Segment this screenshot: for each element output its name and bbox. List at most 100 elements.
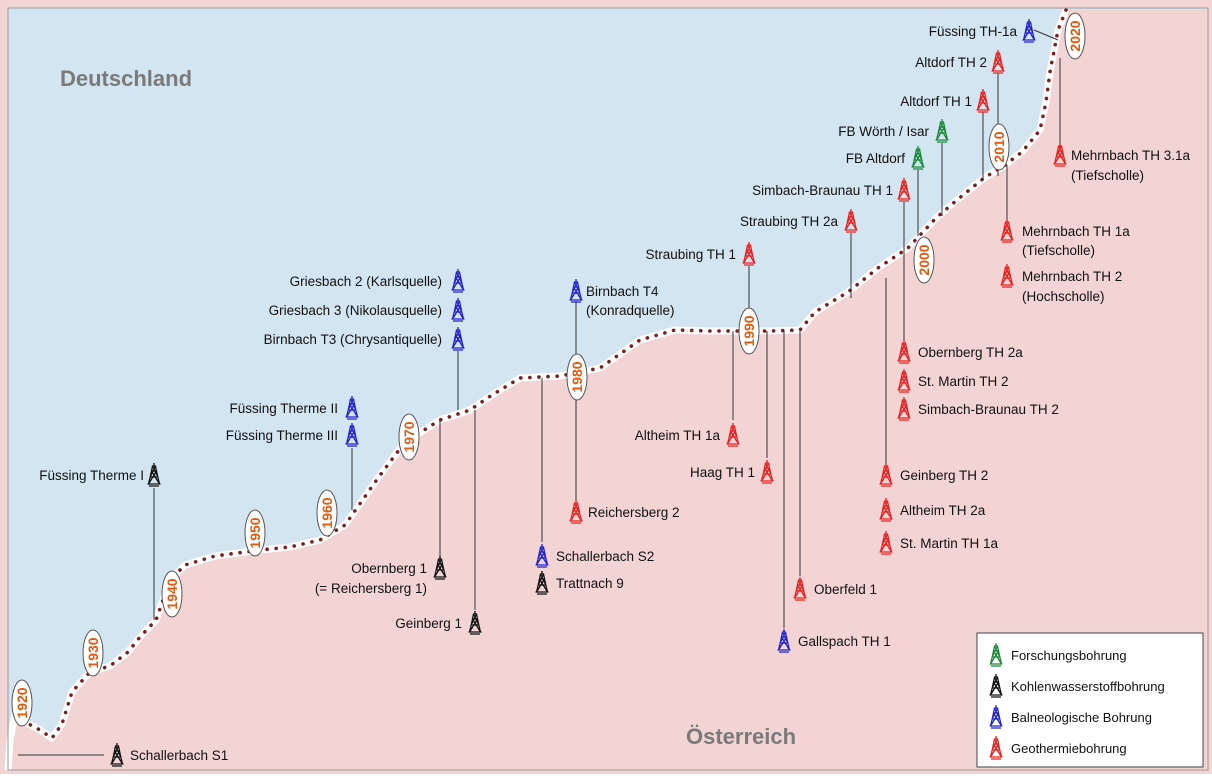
legend-item-kohlenwasserstoff: Kohlenwasserstoffbohrung <box>989 674 1165 698</box>
year-ellipse <box>244 509 266 557</box>
well-item: Mehrnbach TH 1a <box>1000 219 1130 243</box>
legend-label: Geothermiebohrung <box>1011 741 1127 756</box>
timeline-dotted-line <box>13 8 1068 741</box>
year-ellipse <box>738 307 760 355</box>
year-marker-1940: 1940 <box>161 570 183 618</box>
well-item: Geinberg 1 <box>395 611 482 635</box>
diagram-frame <box>7 7 1209 771</box>
year-ellipse <box>82 629 104 677</box>
well-label: FB Wörth / Isar <box>838 124 929 139</box>
well-label: Gallspach TH 1 <box>798 634 891 649</box>
well-item: Altheim TH 1a <box>635 423 740 447</box>
well-label: FB Altdorf <box>846 151 906 166</box>
year-label: 2020 <box>1067 20 1083 51</box>
year-marker-1970: 1970 <box>398 413 420 461</box>
well-item: Reichersberg 2 <box>569 500 680 524</box>
well-item: Schallerbach S1 <box>110 743 228 767</box>
well-label: Altheim TH 1a <box>635 428 721 443</box>
year-ellipse <box>988 123 1010 171</box>
year-marker-1980: 1980 <box>566 353 588 401</box>
legend-box <box>976 632 1204 768</box>
year-label: 1960 <box>319 497 335 528</box>
year-label: 1990 <box>741 315 757 346</box>
well-label: (= Reichersberg 1) <box>315 581 427 596</box>
well-item: (Tiefscholle) <box>1071 168 1144 183</box>
well-item: Füssing Therme III <box>226 423 359 447</box>
well-item: Straubing TH 2a <box>740 209 858 233</box>
legend: ForschungsbohrungKohlenwasserstoffbohrun… <box>976 632 1204 768</box>
well-item: Griesbach 2 (Karlsquelle) <box>290 269 465 293</box>
well-item: Füssing Therme I <box>39 463 161 487</box>
year-marker-2020: 2020 <box>1064 12 1086 60</box>
year-label: 2000 <box>916 244 932 275</box>
well-item: Geinberg TH 2 <box>879 463 988 487</box>
year-marker-1930: 1930 <box>82 629 104 677</box>
well-item: FB Altdorf <box>846 146 925 170</box>
well-item: Trattnach 9 <box>535 571 624 595</box>
year-marker-2010: 2010 <box>988 123 1010 171</box>
well-label: Füssing TH-1a <box>929 24 1018 39</box>
well-label: Obernberg TH 2a <box>918 345 1023 360</box>
well-item: Mehrnbach TH 3.1a <box>1053 143 1191 167</box>
legend-item-balneologisch: Balneologische Bohrung <box>989 705 1152 729</box>
well-label: Schallerbach S1 <box>130 748 228 763</box>
legend-label: Forschungsbohrung <box>1011 648 1127 663</box>
well-item: (= Reichersberg 1) <box>315 581 427 596</box>
well-item: Birnbach T3 (Chrysantiquelle) <box>264 327 465 351</box>
well-label: Griesbach 2 (Karlsquelle) <box>290 274 442 289</box>
year-marker-2000: 2000 <box>913 236 935 284</box>
well-item: (Tiefscholle) <box>1022 243 1095 258</box>
year-ellipse <box>316 489 338 537</box>
well-label: Geinberg TH 2 <box>900 468 988 483</box>
well-item: Gallspach TH 1 <box>777 629 891 653</box>
year-marker-1950: 1950 <box>244 509 266 557</box>
well-label: (Konradquelle) <box>586 303 675 318</box>
well-label: Altheim TH 2a <box>900 503 986 518</box>
well-label: Füssing Therme II <box>229 401 338 416</box>
well-label: Simbach-Braunau TH 1 <box>752 183 893 198</box>
well-item: (Hochscholle) <box>1022 289 1105 304</box>
well-item: Altdorf TH 2 <box>915 50 1005 74</box>
well-label: (Hochscholle) <box>1022 289 1105 304</box>
well-item: Haag TH 1 <box>690 460 774 484</box>
legend-label: Balneologische Bohrung <box>1011 710 1152 725</box>
well-label: Oberfeld 1 <box>814 582 877 597</box>
country-label-austria: Österreich <box>686 724 796 749</box>
year-label: 1920 <box>14 687 30 718</box>
well-label: Mehrnbach TH 3.1a <box>1071 148 1191 163</box>
well-item: Simbach-Braunau TH 2 <box>897 397 1059 421</box>
well-item: Füssing TH-1a <box>929 19 1036 43</box>
well-item: FB Wörth / Isar <box>838 119 949 143</box>
well-label: Trattnach 9 <box>556 576 624 591</box>
well-item: Schallerbach S2 <box>535 544 654 568</box>
country-label-germany: Deutschland <box>60 66 192 91</box>
year-ellipse <box>566 353 588 401</box>
year-marker-1960: 1960 <box>316 489 338 537</box>
well-item: St. Martin TH 1a <box>879 531 999 555</box>
well-item: Altdorf TH 1 <box>900 89 990 113</box>
well-item: Oberfeld 1 <box>793 577 877 601</box>
connector-lines <box>18 29 1061 756</box>
year-label: 1970 <box>401 421 417 452</box>
legend-item-forschung: Forschungsbohrung <box>989 643 1127 667</box>
well-item: Füssing Therme II <box>229 396 359 420</box>
year-marker-1990: 1990 <box>738 307 760 355</box>
legend-label: Kohlenwasserstoffbohrung <box>1011 679 1165 694</box>
year-markers: 1920 1930 1940 1950 1960 1970 1980 1990 2000 2010… <box>11 12 1086 727</box>
well-label: (Tiefscholle) <box>1071 168 1144 183</box>
well-label: Mehrnbach TH 1a <box>1022 224 1130 239</box>
well-label: Birnbach T4 <box>586 284 659 299</box>
year-ellipse <box>11 679 33 727</box>
well-label: Birnbach T3 (Chrysantiquelle) <box>264 332 442 347</box>
well-label: Geinberg 1 <box>395 616 462 631</box>
well-label: (Tiefscholle) <box>1022 243 1095 258</box>
well-label: Griesbach 3 (Nikolausquelle) <box>269 303 442 318</box>
year-ellipse <box>913 236 935 284</box>
well-label: Altdorf TH 2 <box>915 55 987 70</box>
well-label: Füssing Therme III <box>226 428 338 443</box>
well-label: Obernberg 1 <box>351 561 427 576</box>
well-item: (Konradquelle) <box>586 303 675 318</box>
